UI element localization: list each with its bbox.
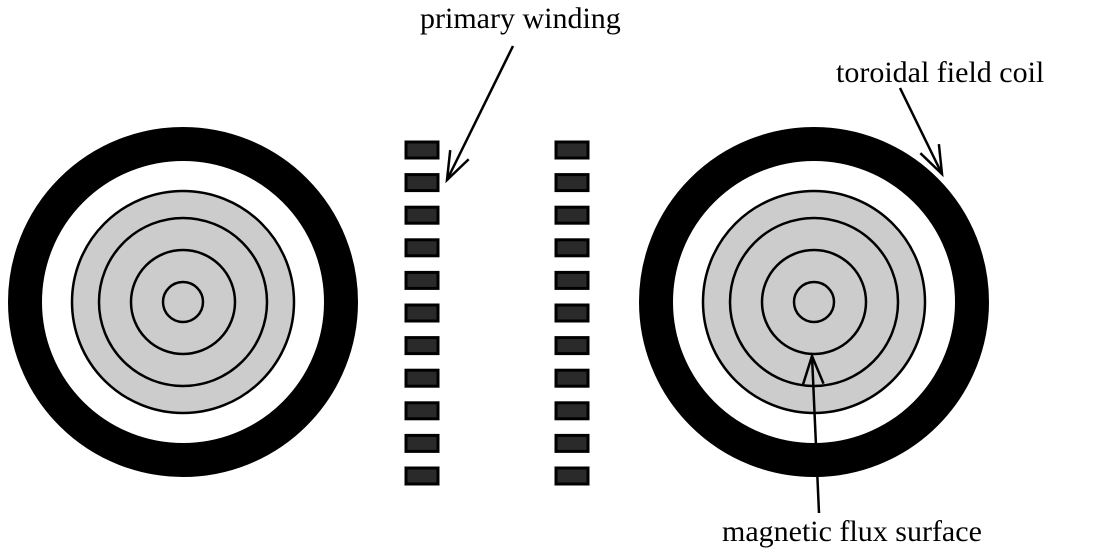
winding-segment-right-11 bbox=[554, 466, 590, 486]
primary-winding-arrow bbox=[445, 45, 515, 184]
winding-segment-right-6 bbox=[554, 303, 590, 323]
left-flux-surface-3 bbox=[161, 280, 205, 324]
winding-segment-left-4 bbox=[404, 238, 440, 258]
toroidal-field-coil-arrow-shaft bbox=[898, 87, 944, 175]
toroidal-field-coil-label: toroidal field coil bbox=[836, 56, 1045, 89]
winding-segment-right-5 bbox=[554, 270, 590, 290]
toroidal-field-coil-arrow bbox=[898, 87, 944, 178]
label-arrows bbox=[445, 45, 944, 514]
left-plasma-region bbox=[70, 189, 296, 415]
winding-segment-right-1 bbox=[554, 140, 590, 160]
winding-segment-left-10 bbox=[404, 433, 440, 453]
right-toroidal-field-coil bbox=[639, 127, 989, 477]
winding-segment-left-9 bbox=[404, 401, 440, 421]
toroidal-field-coil-arrow-head bbox=[919, 144, 944, 178]
primary-winding-arrow-head bbox=[445, 150, 470, 184]
winding-segment-left-6 bbox=[404, 303, 440, 323]
winding-segment-left-1 bbox=[404, 140, 440, 160]
winding-segment-right-2 bbox=[554, 173, 590, 193]
right-flux-surface-3 bbox=[792, 280, 836, 324]
magnetic-flux-surface-label: magnetic flux surface bbox=[722, 515, 982, 548]
winding-segment-left-11 bbox=[404, 466, 440, 486]
left-flux-surface-2 bbox=[129, 248, 237, 356]
left-flux-surface-1 bbox=[97, 216, 269, 388]
left-toroidal-field-coil bbox=[8, 127, 358, 477]
winding-segment-right-7 bbox=[554, 336, 590, 356]
primary-winding-arrow-shaft bbox=[445, 45, 515, 181]
winding-segment-right-9 bbox=[554, 401, 590, 421]
magnetic-flux-surface-arrow-head bbox=[801, 352, 825, 385]
winding-segment-left-7 bbox=[404, 336, 440, 356]
winding-segment-right-3 bbox=[554, 205, 590, 225]
primary-winding-label: primary winding bbox=[420, 2, 621, 35]
left-plasma-section bbox=[8, 127, 358, 477]
winding-segment-left-5 bbox=[404, 270, 440, 290]
magnetic-flux-surface-arrow-shaft bbox=[810, 355, 821, 514]
winding-segment-right-8 bbox=[554, 368, 590, 388]
magnetic-flux-surface-arrow bbox=[801, 352, 825, 514]
winding-segment-right-10 bbox=[554, 433, 590, 453]
winding-segment-left-8 bbox=[404, 368, 440, 388]
right-flux-surface-2 bbox=[760, 248, 868, 356]
winding-segment-left-2 bbox=[404, 173, 440, 193]
winding-segment-left-3 bbox=[404, 205, 440, 225]
winding-segment-right-4 bbox=[554, 238, 590, 258]
primary-winding-columns bbox=[404, 140, 590, 486]
